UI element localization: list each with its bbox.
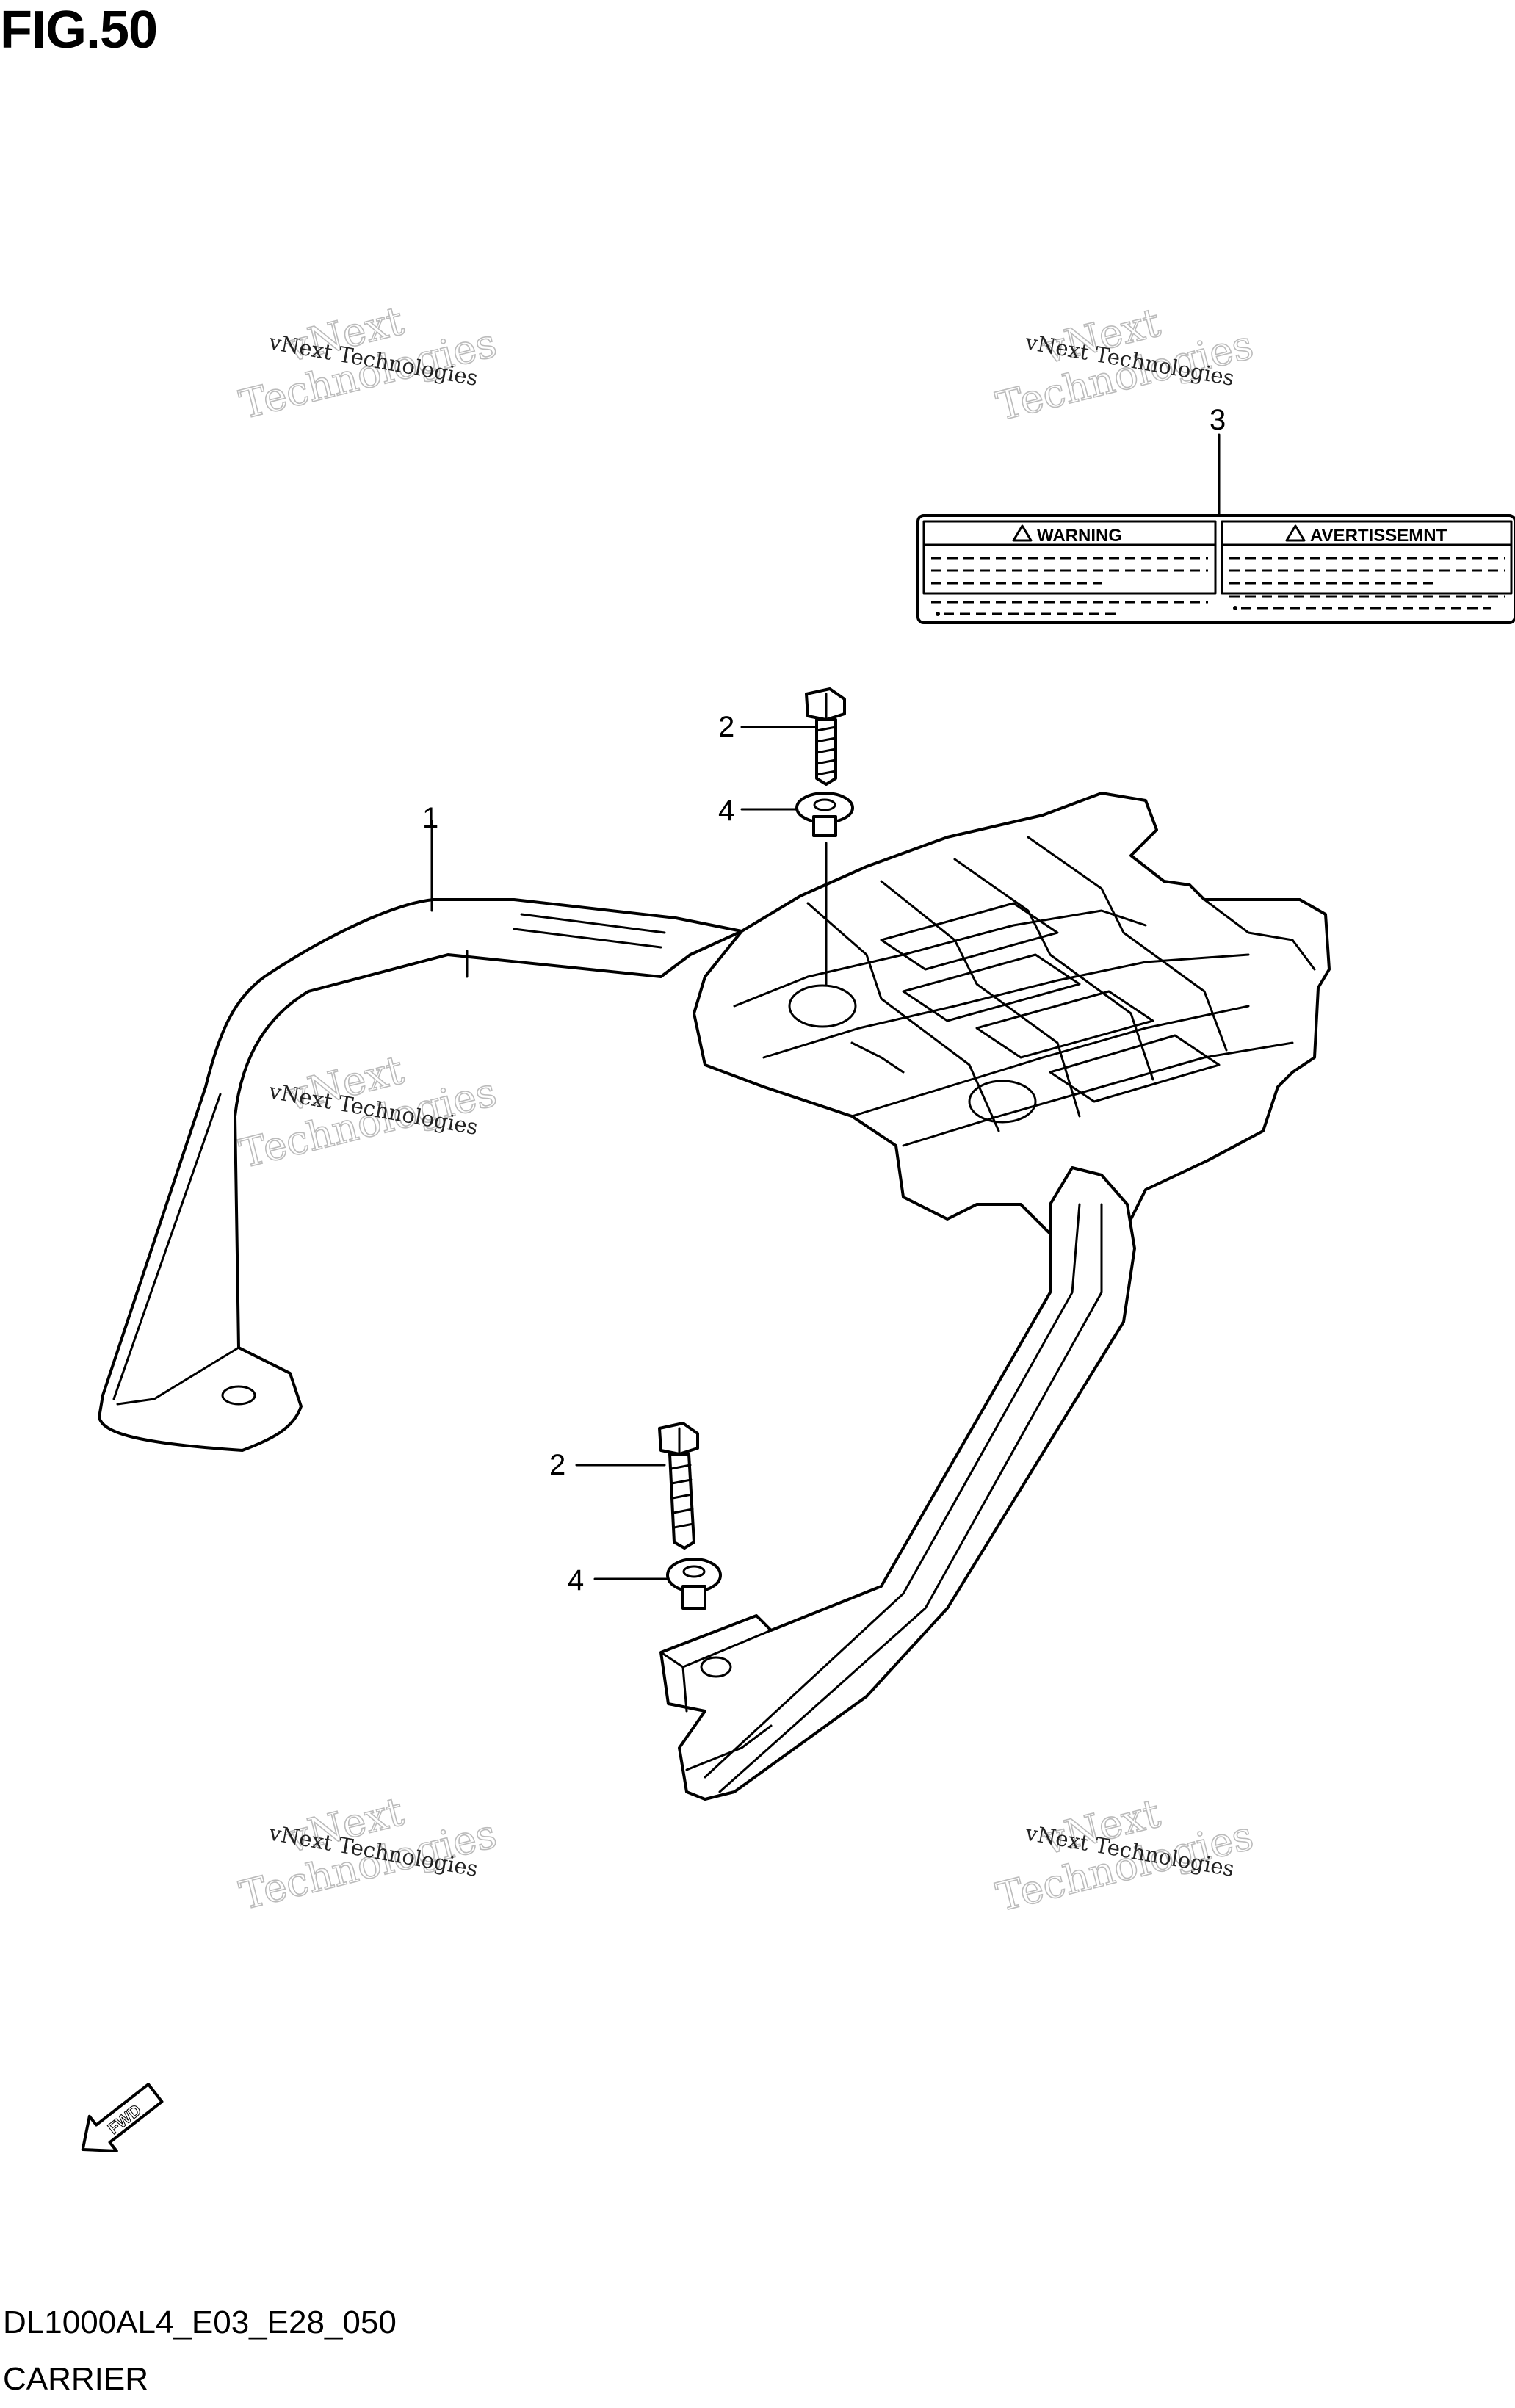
label-heading-avertissement: AVERTISSEMNT <box>1310 526 1447 546</box>
callout-2-lower: 2 <box>549 1449 565 1481</box>
part-2-bolt-lower <box>658 1422 699 1550</box>
fwd-arrow-icon: FWD <box>81 2083 164 2153</box>
part-4-washer-upper <box>795 792 854 837</box>
callout-3: 3 <box>1210 404 1226 436</box>
figure-title: FIG.50 <box>0 1 158 59</box>
diagram-code: DL1000AL4_E03_E28_050 <box>3 2304 397 2340</box>
part-2-bolt-upper <box>805 687 846 786</box>
part-1-carrier <box>98 792 1331 1801</box>
callout-2-upper: 2 <box>718 711 734 743</box>
callout-1: 1 <box>422 802 438 834</box>
warning-triangle-icon <box>1012 524 1033 542</box>
callout-4-upper: 4 <box>718 795 734 827</box>
part-3-warning-label: WARNING AVERTISSEMNT <box>916 514 1515 624</box>
callout-4-lower: 4 <box>568 1564 584 1597</box>
part-4-washer-lower <box>666 1558 722 1610</box>
label-heading-warning: WARNING <box>1037 526 1122 546</box>
warning-triangle-icon <box>1285 524 1306 542</box>
diagram-name: CARRIER <box>3 2361 149 2397</box>
